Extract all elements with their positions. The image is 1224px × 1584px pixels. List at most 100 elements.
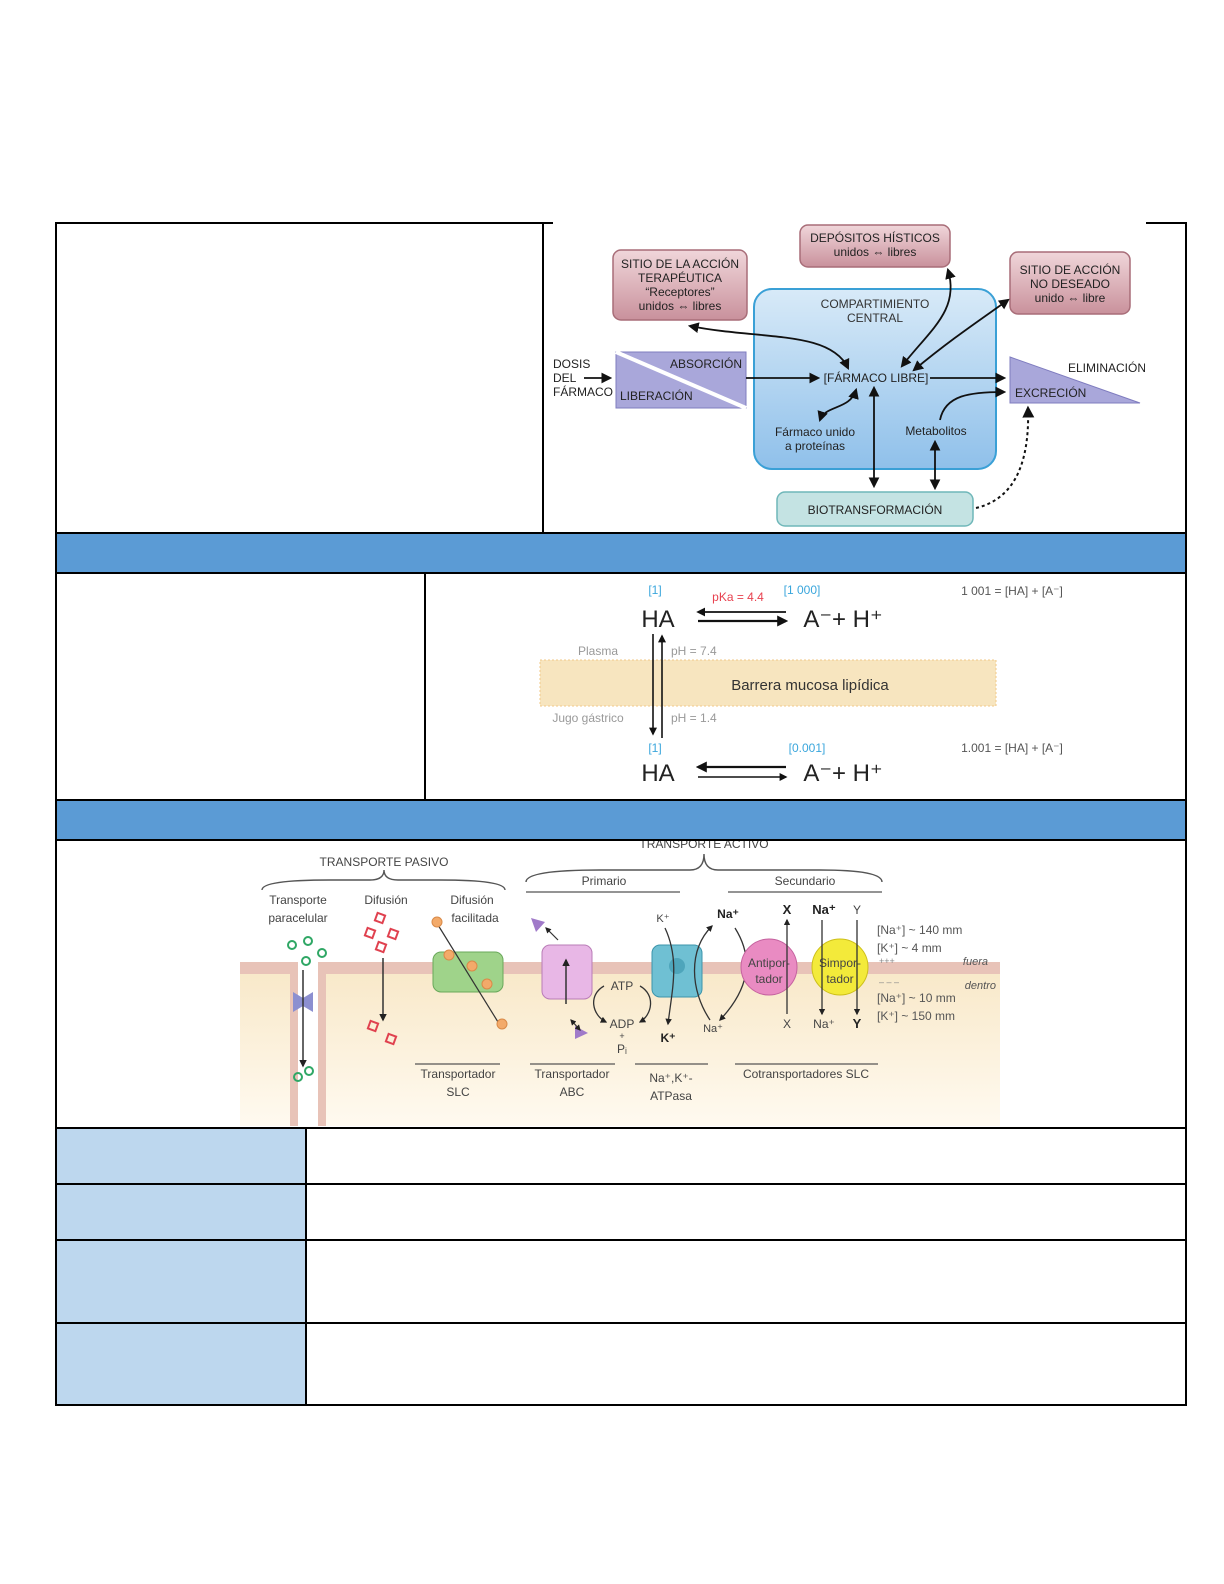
inside-label: dentro [965,980,996,992]
k-top-label: K⁺ [656,913,669,925]
therapeutic-site-label: SITIO DE LA ACCIÓN [621,256,739,271]
undesired-site-box [1009,251,1131,315]
table-value-cell[interactable] [310,1131,1180,1181]
atpase-label-2: ATPasa [650,1089,692,1103]
row-divider [55,1239,1187,1241]
inside-k-conc: [K⁺] ~ 150 mm [877,1009,955,1023]
x-bottom-label: X [783,1017,791,1031]
row-divider [55,572,1187,574]
substrate-triangle-icon [531,918,545,932]
central-compartment-label: COMPARTIMIENTO [821,297,930,311]
table-border-top-left [55,222,553,224]
row1-col-divider [542,222,544,533]
elimination-triangle [1009,356,1141,404]
dose-label: DOSIS [553,357,590,371]
paracellular-wall-left [290,968,298,1126]
na-top2-label: Na⁺ [812,902,836,917]
section-header-bar-1 [57,534,1185,572]
table-label-cell [57,1129,305,1183]
tissue-deposits-label-2: unidos ⇔ libres [834,245,917,259]
substrate-in-arrow [570,1019,581,1031]
table-value-cell[interactable] [310,1326,1180,1402]
top-products: A⁻+ H⁺ [803,606,882,633]
plasma-ph: pH = 7.4 [671,644,717,658]
central-compartment-label-2: CENTRAL [847,311,903,325]
top-ha: HA [641,606,674,633]
slc-label: Transportador [421,1067,496,1081]
top-total-equation: 1 001 = [HA] + [A⁻] [961,584,1063,598]
bottom-ha-concentration: [1] [648,741,661,755]
tissue-deposits-box [799,224,951,268]
k-influx-arrow [664,927,675,1026]
membrane-transport-diagram: TRANSPORTE PASIVO TRANSPORTE ACTIVO Tran… [240,841,1000,1126]
absorption-divider [615,350,747,410]
na-efflux-arrow [693,925,713,1021]
substrate-out-arrow [545,927,559,941]
excretion-label: EXCRECIÓN [1015,385,1086,400]
negative-charge: – – – [879,977,899,987]
na-bottom2-label: Na⁺ [813,1017,835,1031]
paracellular-gap [298,968,318,1126]
positive-charge: +++ [879,956,895,966]
inside-na-conc: [Na⁺] ~ 10 mm [877,991,956,1005]
carrier-molecules [431,916,508,1030]
table-border-right [1185,222,1187,1406]
bottom-products: A⁻+ H⁺ [803,760,882,787]
row-divider [55,1322,1187,1324]
cytoplasm [240,968,1000,1126]
plasma-label: Plasma [578,644,618,658]
facilitated-label-2: facilitada [451,911,499,925]
dose-label-2: DEL [553,371,577,385]
slc-label-2: SLC [446,1085,470,1099]
protein-binding-arrow [817,387,859,423]
k-bottom-label: K⁺ [661,1031,676,1045]
therapeutic-site-label-4: unidos ⇔ libres [639,299,722,313]
y-top-label: Y [853,903,861,917]
table-border-top-right [1146,222,1187,224]
abc-transporter [541,944,593,1000]
secondary-label: Secundario [775,874,836,888]
undesired-site-label-2: NO DESEADO [1030,277,1110,291]
lipid-barrier [539,659,997,707]
tissue-deposits-label: DEPÓSITOS HÍSTICOS [810,230,940,245]
release-label: LIBERACIÓN [620,388,693,403]
therapeutic-site-label-2: TERAPÉUTICA [638,270,722,285]
symporter [811,938,869,996]
active-transport-title: TRANSPORTE ACTIVO [639,841,768,851]
outside-k-conc: [K⁺] ~ 4 mm [877,941,942,955]
dose-label-3: FÁRMACO [553,384,613,399]
na-top-label: Na⁺ [717,907,739,921]
antiporter [740,938,798,996]
facilitated-path [437,924,499,1023]
gastric-label: Jugo gástrico [552,711,624,725]
primary-label: Primario [582,874,627,888]
diffusion-molecules [363,911,400,1046]
protein-bound-label-2: a proteínas [785,439,845,453]
table-value-cell[interactable] [310,1187,1180,1237]
antiporter-label-2: tador [755,972,782,986]
diffusion-label: Difusión [364,893,407,907]
abc-label: Transportador [535,1067,610,1081]
protein-bound-label: Fármaco unido [775,425,855,439]
symporter-label: Simpor- [819,956,861,970]
plus-label: + [619,1031,624,1041]
atpase-core [669,958,685,974]
metabolites-label: Metabolitos [905,424,966,438]
table-value-cell[interactable] [310,1243,1180,1320]
barrier-label: Barrera mucosa lipídica [731,677,889,694]
atp-hydrolysis-arrow [593,985,608,1023]
row-divider [55,1183,1187,1185]
undesired-site-label-3: unido ⇔ libre [1035,291,1106,305]
undesired-site-arrow [912,298,1010,372]
table-label-cell [57,1324,305,1404]
bottom-ha: HA [641,760,674,787]
therapeutic-site-box [612,249,748,321]
free-drug-label: [FÁRMACO LIBRE] [824,370,929,385]
row-divider [55,532,1187,534]
row-divider [55,1127,1187,1129]
row-divider [55,839,1187,841]
section-header-bar-2 [57,801,1185,839]
absorption-label: ABSORCIÓN [670,356,742,371]
paracellular-wall-right [318,968,326,1126]
facilitated-label: Difusión [450,893,493,907]
